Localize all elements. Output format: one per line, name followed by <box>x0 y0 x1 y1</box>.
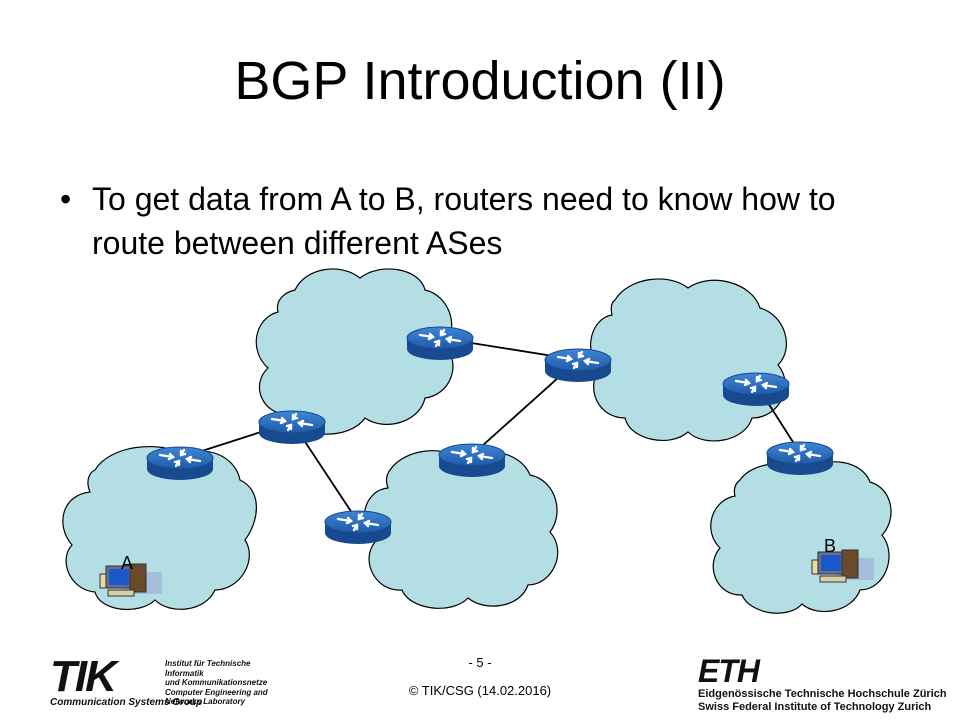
as-cloud-top-center <box>255 268 454 435</box>
bullet-marker: • <box>60 181 72 217</box>
tik-logo-line: Computer Engineering and <box>165 687 268 697</box>
tik-logo-group: Communication Systems Group <box>50 697 203 708</box>
router-icon <box>257 409 327 446</box>
router-icon <box>721 371 791 408</box>
host-b-label: B <box>824 536 836 556</box>
tik-logo-line: Networks Laboratory <box>165 697 246 706</box>
eth-logo-line-en: Swiss Federal Institute of Technology Zu… <box>698 701 932 713</box>
eth-logo-line-de: Eidgenössische Technische Hochschule Zür… <box>698 688 947 700</box>
slide-title: BGP Introduction (II) <box>234 51 726 111</box>
as-cloud-bottom-right <box>710 461 892 614</box>
copyright: © TIK/CSG (14.02.2016) <box>408 683 552 698</box>
bullet-text: To get data from A to B, routers need to… <box>92 181 836 261</box>
router-icon <box>765 440 835 477</box>
page-number: - 5 - <box>468 655 492 670</box>
as-cloud-top-right <box>590 278 787 442</box>
tik-logo: TIK Institut für Technische Informatik u… <box>50 655 290 710</box>
tik-logo-text: Institut für Technische Informatik und K… <box>165 659 290 707</box>
router-icon <box>145 445 215 482</box>
router-icon <box>323 509 393 546</box>
eth-logo-letters: ETH <box>698 653 760 689</box>
tik-logo-line: und Kommunikationsnetze <box>165 678 268 687</box>
router-icon <box>405 325 475 362</box>
bullet-point: • To get data from A to B, routers need … <box>60 177 880 265</box>
eth-logo: ETH Eidgenössische Technische Hochschule… <box>698 653 947 713</box>
router-icon <box>437 442 507 479</box>
host-a-label: A <box>121 553 133 573</box>
tik-logo-letters: TIK <box>50 652 117 701</box>
router-icon <box>543 347 613 384</box>
tik-logo-line: Institut für Technische Informatik <box>165 659 251 678</box>
